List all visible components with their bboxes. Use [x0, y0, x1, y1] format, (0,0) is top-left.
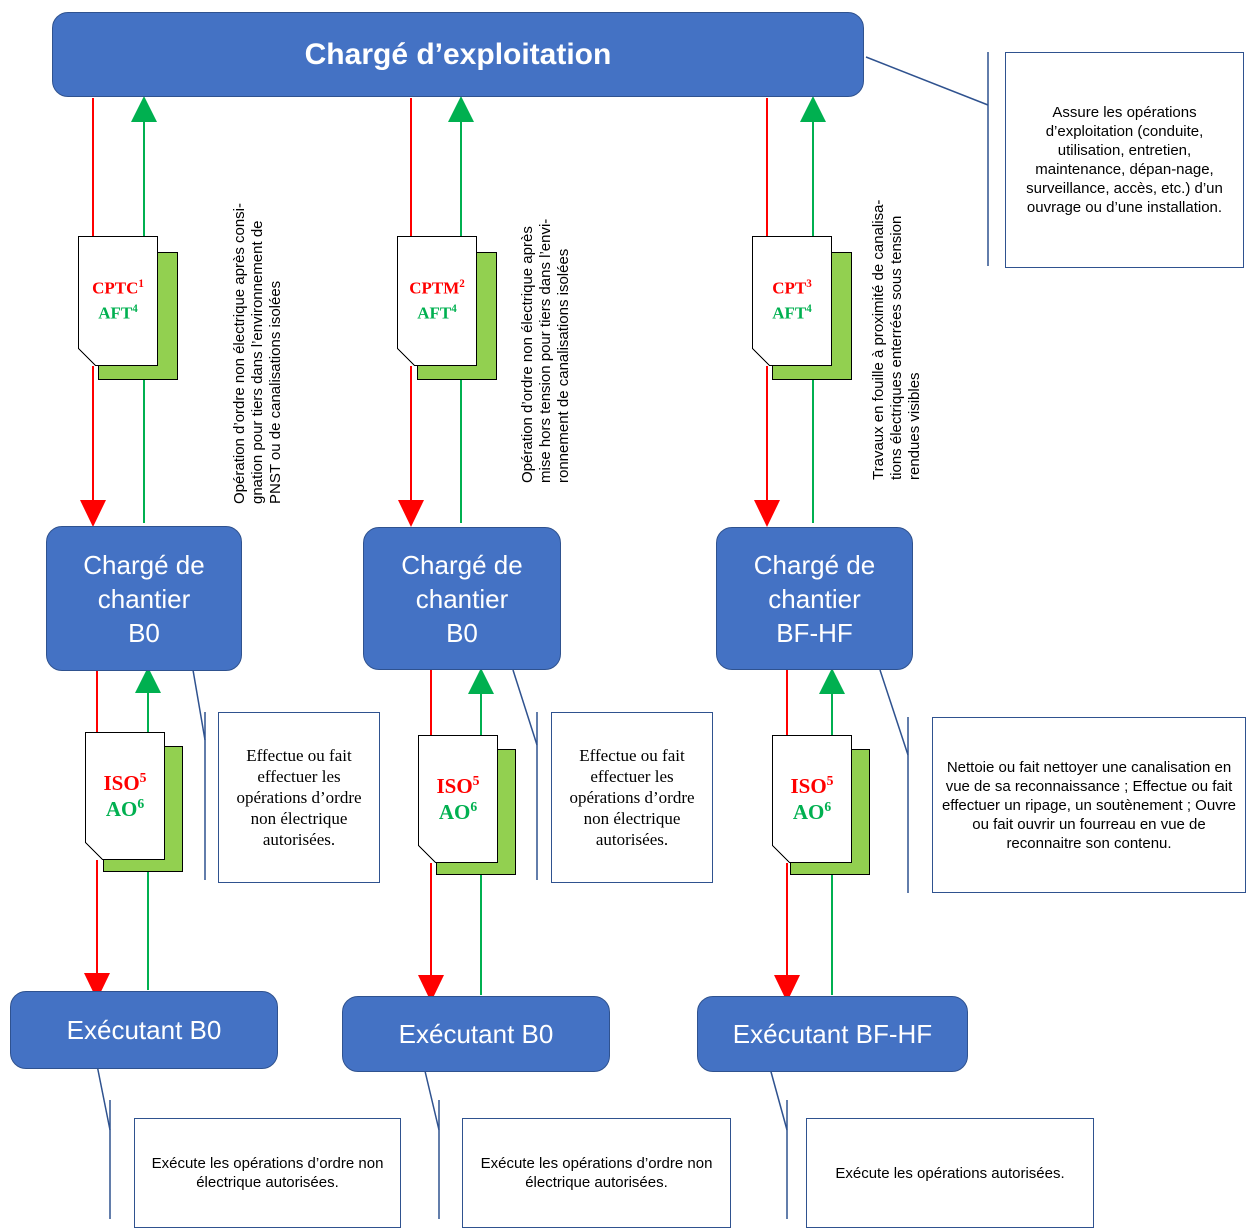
page-fold-icon	[418, 845, 436, 863]
callout-charge-chantier-1: Effectue ou fait effectuer les opération…	[218, 712, 380, 883]
node-executant-1: Exécutant B0	[10, 991, 278, 1069]
node-executant-3-label: Exécutant BF-HF	[732, 1018, 933, 1049]
doc2-auth-2: AO6	[438, 799, 478, 824]
green-arrowhead-1a	[131, 96, 157, 122]
callout-pointer-chef-2	[512, 669, 538, 746]
node-charge-chantier-3-label: Chargé de chantier BF-HF	[753, 549, 876, 648]
red-arrowhead-3b	[774, 975, 800, 1002]
node-charge-chantier-2: Chargé de chantier B0	[363, 527, 561, 670]
operation-description-2: Opération d’ordre non électrique après m…	[519, 218, 572, 483]
callout-executant-1: Exécute les opérations d’ordre non élect…	[134, 1118, 401, 1228]
doc2-code-2: ISO5	[436, 773, 480, 798]
callout-executant-1-text: Exécute les opérations d’ordre non élect…	[151, 1155, 384, 1191]
document-front-sheet: ISO5 AO6	[772, 735, 852, 863]
green-arrowhead-3a	[800, 96, 826, 122]
doc1-auth-1: AFT4	[98, 303, 138, 323]
green-arrowhead-3b	[819, 668, 845, 694]
node-charge-chantier-1: Chargé de chantier B0	[46, 526, 242, 671]
callout-pointer-chef-1	[192, 669, 206, 741]
node-executant-3: Exécutant BF-HF	[697, 996, 968, 1072]
page-fold-icon	[772, 845, 790, 863]
page-fold-icon	[85, 842, 103, 860]
doc2-auth-1: AO6	[105, 796, 145, 821]
callout-charge-exploitation-text: Assure les opérations d’exploitation (co…	[1026, 104, 1223, 216]
red-arrowhead-3a	[754, 500, 780, 527]
doc2-code-1: ISO5	[103, 770, 147, 795]
green-arrowhead-2b	[468, 668, 494, 694]
callout-executant-2: Exécute les opérations d’ordre non élect…	[462, 1118, 731, 1228]
page-fold-icon	[78, 348, 96, 366]
green-arrowhead-1b	[135, 667, 161, 693]
page-fold-icon	[752, 348, 770, 366]
node-charge-chantier-2-label: Chargé de chantier B0	[401, 549, 523, 648]
callout-pointer-top	[865, 56, 989, 106]
node-executant-1-label: Exécutant B0	[66, 1014, 222, 1045]
operation-description-3: Travaux en fouille à proximité de canali…	[870, 199, 923, 480]
callout-charge-chantier-2-text: Effectue ou fait effectuer les opération…	[569, 746, 695, 849]
doc2-code-3: ISO5	[790, 773, 834, 798]
callout-executant-2-text: Exécute les opérations d’ordre non élect…	[480, 1155, 713, 1191]
document-front-sheet: CPTC1 AFT4	[78, 236, 158, 366]
page-fold-icon	[397, 348, 415, 366]
document-front-sheet: CPT3 AFT4	[752, 236, 832, 366]
red-arrowhead-2b	[418, 975, 444, 1002]
doc2-auth-3: AO6	[792, 799, 832, 824]
callout-charge-exploitation: Assure les opérations d’exploitation (co…	[1005, 52, 1244, 268]
document-front-sheet: ISO5 AO6	[85, 732, 165, 860]
callout-executant-3: Exécute les opérations autorisées.	[806, 1118, 1094, 1228]
node-charge-chantier-1-label: Chargé de chantier B0	[83, 549, 205, 648]
node-executant-2: Exécutant B0	[342, 996, 610, 1072]
callout-charge-chantier-3-text: Nettoie ou fait nettoyer une canalisatio…	[941, 758, 1237, 852]
node-charge-chantier-3: Chargé de chantier BF-HF	[716, 527, 913, 670]
doc1-code-2: CPTM2	[409, 278, 465, 298]
node-charge-exploitation: Chargé d’exploitation	[52, 12, 864, 97]
callout-charge-chantier-3: Nettoie ou fait nettoyer une canalisatio…	[932, 717, 1246, 893]
operation-description-1: Opération d’ordre non électrique après c…	[231, 202, 284, 504]
doc1-code-1: CPTC1	[92, 278, 144, 298]
red-arrowhead-1b	[84, 973, 110, 1000]
node-charge-exploitation-label: Chargé d’exploitation	[304, 37, 612, 71]
green-arrowhead-2a	[448, 96, 474, 122]
doc1-code-3: CPT3	[772, 278, 812, 298]
callout-charge-chantier-1-text: Effectue ou fait effectuer les opération…	[236, 746, 362, 849]
callout-pointer-chef-3	[879, 669, 909, 756]
red-arrowhead-1a	[80, 500, 106, 527]
node-executant-2-label: Exécutant B0	[398, 1018, 554, 1049]
doc1-auth-3: AFT4	[772, 303, 812, 323]
doc1-auth-2: AFT4	[417, 303, 457, 323]
document-front-sheet: ISO5 AO6	[418, 735, 498, 863]
callout-charge-chantier-2: Effectue ou fait effectuer les opération…	[551, 712, 713, 883]
callout-executant-3-text: Exécute les opérations autorisées.	[835, 1164, 1065, 1182]
document-front-sheet: CPTM2 AFT4	[397, 236, 477, 366]
red-arrowhead-2a	[398, 500, 424, 527]
